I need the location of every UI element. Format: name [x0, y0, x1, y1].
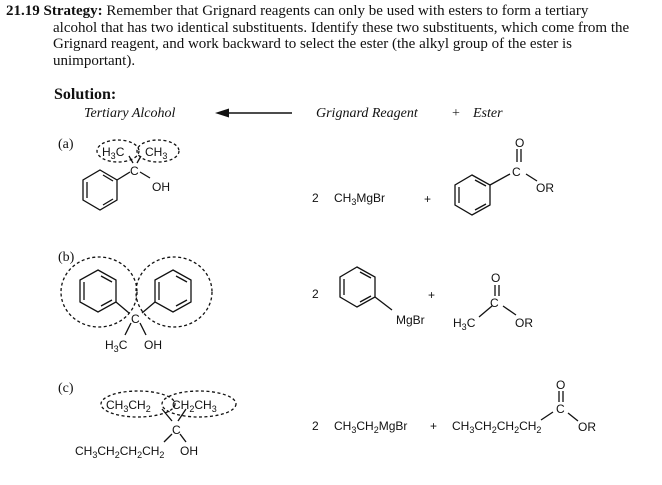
part-b-alcohol	[60, 256, 213, 336]
part-c-label: (c)	[58, 381, 74, 396]
part-c-plus: +	[430, 419, 437, 433]
part-b-oh: OH	[144, 338, 162, 352]
part-b-ester-carbon: C	[490, 296, 499, 310]
part-c-coefficient: 2	[312, 419, 319, 433]
part-b-plus: +	[428, 288, 435, 302]
part-c-oh: OH	[180, 444, 198, 458]
part-a-ester-oxygen: O	[515, 136, 524, 150]
part-b-methyl: H3C	[105, 338, 128, 354]
part-c-ester-oxygen: O	[556, 378, 565, 392]
problem-statement: 21.19 Strategy: Remember that Grignard r…	[6, 3, 646, 69]
strategy-text-rest: alcohol that has two identical substitue…	[53, 19, 630, 69]
part-a-coefficient: 2	[312, 191, 319, 205]
part-a-substituent-2: CH3	[145, 145, 167, 161]
part-c-ester	[540, 391, 579, 422]
part-a-label: (a)	[58, 137, 74, 152]
part-a-ester-carbon: C	[512, 165, 521, 179]
header-tertiary-alcohol: Tertiary Alcohol	[84, 106, 176, 121]
part-c-alcohol	[100, 390, 237, 443]
part-b-label: (b)	[58, 250, 75, 265]
part-b-coefficient: 2	[312, 287, 319, 301]
part-b-ester-methyl: H3C	[453, 316, 476, 332]
part-b-center-carbon: C	[131, 312, 140, 326]
part-a-alcohol	[82, 139, 180, 211]
strategy-text-line1: Remember that Grignard reagents can only…	[102, 3, 589, 19]
part-c-substituent-1: CH3CH2	[106, 398, 151, 414]
part-b-ester	[478, 285, 517, 318]
header-grignard-reagent: Grignard Reagent	[316, 106, 418, 121]
part-c-ester-carbon: C	[556, 402, 565, 416]
part-c-ester-or: OR	[578, 420, 596, 434]
part-a-plus: +	[424, 192, 431, 206]
part-c-chain: CH3CH2CH2CH2	[75, 444, 164, 460]
part-b-grignard	[339, 266, 393, 311]
part-a-grignard: CH3MgBr	[334, 191, 385, 207]
part-a-ester	[454, 149, 538, 216]
retrosynthesis-arrow	[215, 108, 292, 118]
part-c-center-carbon: C	[172, 423, 181, 437]
part-a-center-carbon: C	[130, 164, 139, 178]
header-plus: +	[452, 106, 460, 121]
header-ester: Ester	[473, 106, 503, 121]
part-c-grignard: CH3CH2MgBr	[334, 419, 407, 435]
part-b-ester-oxygen: O	[491, 271, 500, 285]
part-b-ester-or: OR	[515, 316, 533, 330]
part-c-ester-chain: CH3CH2CH2CH2	[452, 419, 541, 435]
solution-heading: Solution:	[54, 86, 117, 103]
strategy-label: Strategy:	[43, 3, 103, 19]
part-a-substituent-1: H3C	[102, 145, 125, 161]
part-b-mgbr: MgBr	[396, 313, 425, 327]
part-a-oh: OH	[152, 180, 170, 194]
part-c-substituent-2: CH2CH3	[172, 398, 217, 414]
part-a-ester-or: OR	[536, 181, 554, 195]
problem-number: 21.19	[6, 3, 40, 19]
